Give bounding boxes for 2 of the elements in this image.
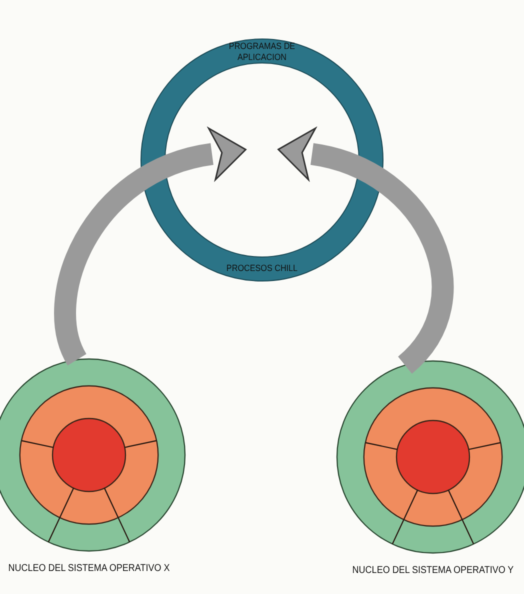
nucleus-caption: NUCLEO DEL SISTEMA OPERATIVO Y xyxy=(351,565,515,576)
nucleus-caption: NUCLEO DEL SISTEMA OPERATIVO X xyxy=(7,563,171,574)
